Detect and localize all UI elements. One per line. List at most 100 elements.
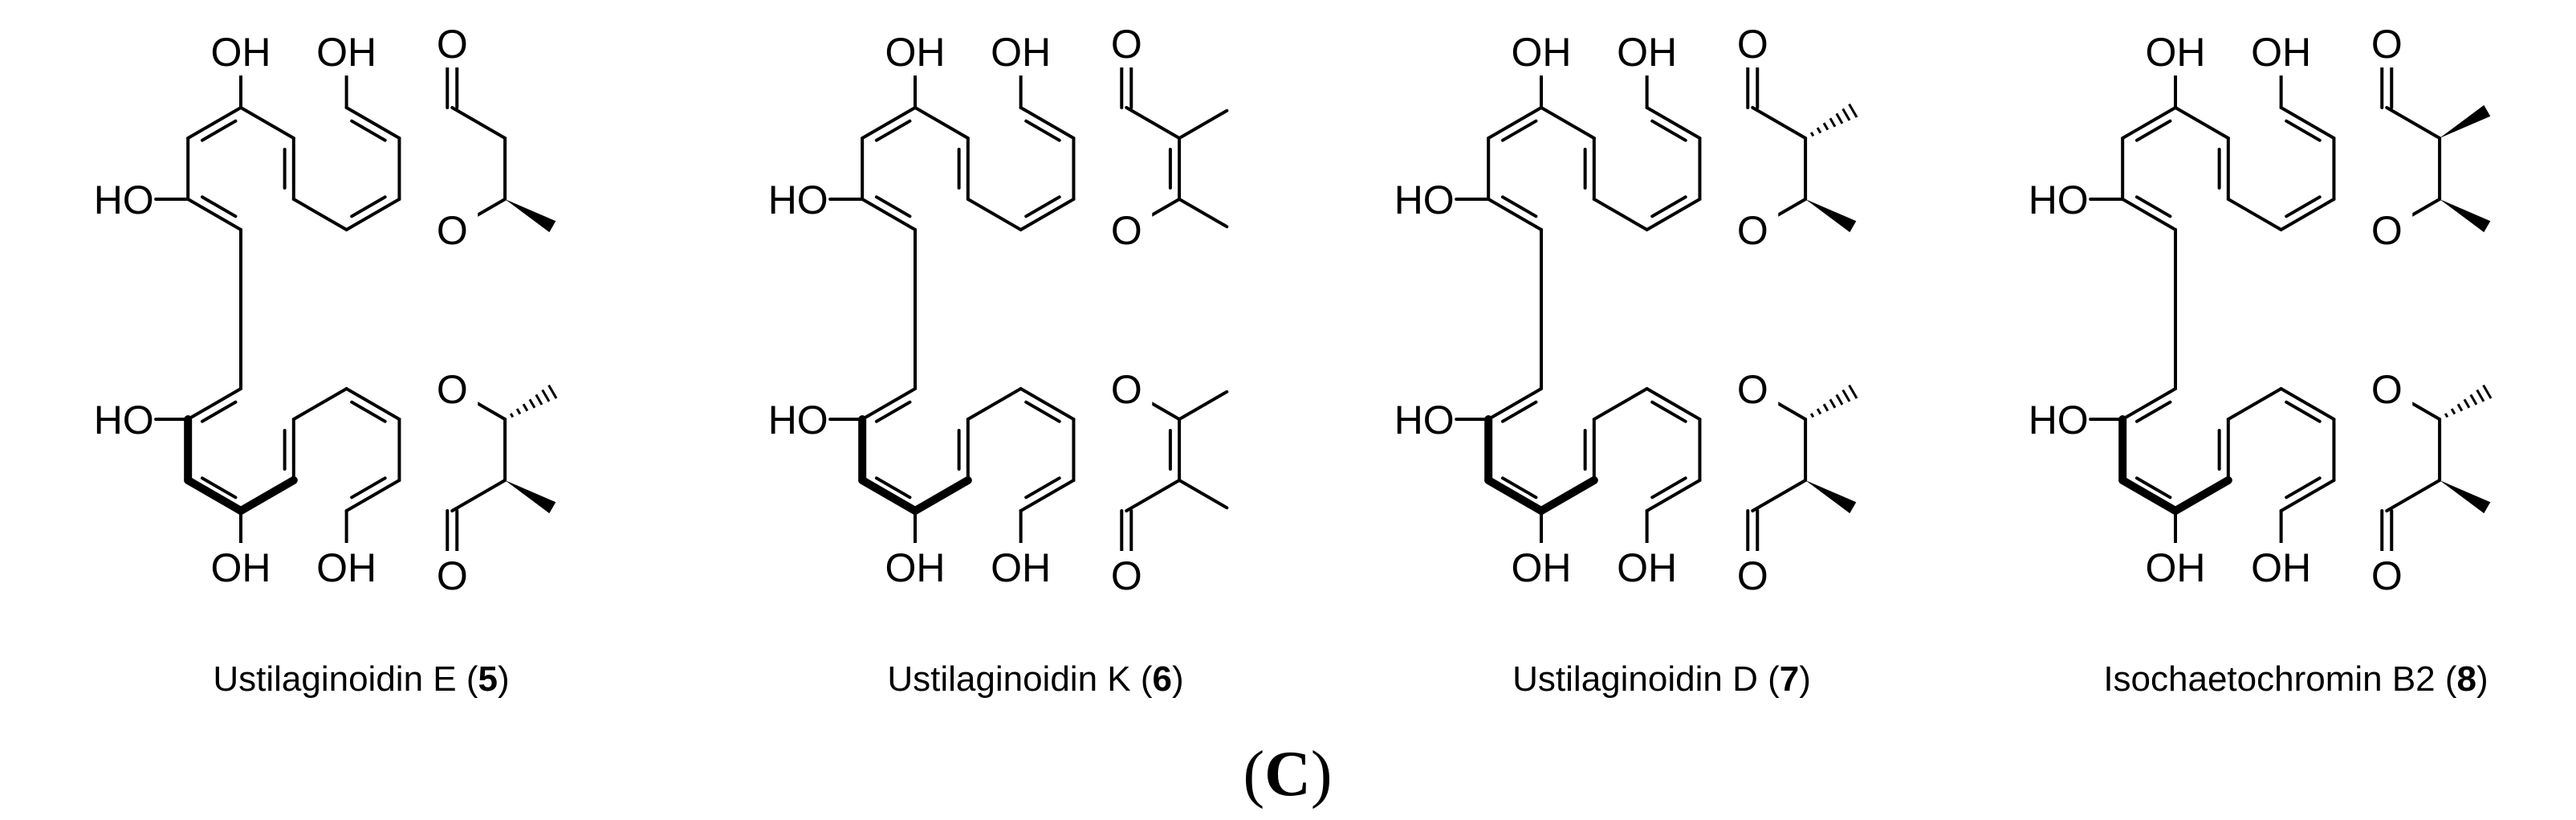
lower-hydroxyl: OH [2146,545,2206,590]
lower-ring-a-double-bond [2134,476,2172,500]
lower-hashed-methyl [509,384,558,418]
upper-hydroxyl: OH [885,30,946,75]
lower-ring-b-double-bond [1024,476,1061,500]
upper-ring-a-bond [186,198,242,231]
upper-hydroxyl: OH [991,30,1051,75]
compound-number: 5 [478,659,498,699]
lower-ring-a-bond [2121,387,2177,421]
lower-carbonyl-oxygen: O [1737,553,1768,598]
upper-methyl-bond [1178,198,1229,229]
upper-wedge-methyl [2440,104,2491,138]
upper-ring-oxygen: O [437,208,468,253]
upper-ring-a-bond [914,106,970,140]
lower-ring-a-bond [861,387,917,421]
upper-ring-a-bond [1487,198,1543,231]
lower-methyl-bond [1178,390,1229,421]
upper-ring-b-double-bond [350,119,387,142]
lower-ring-oxygen: O [2371,367,2403,412]
lower-ring-a-bond [2118,476,2179,515]
compound-number: 6 [1153,659,1172,699]
lower-ring-a-bond [186,387,242,421]
lower-ring-a-double-bond [874,476,912,500]
lower-ring-a-double-bond [874,400,912,423]
lower-wedge-methyl [505,480,556,514]
lower-ring-a-bond [1537,476,1598,515]
upper-ring-c-bond [450,106,507,140]
panel-label: (C) [1243,739,1332,810]
upper-ring-b-bond [1019,198,1076,231]
lower-hydroxyl: OH [991,545,1051,590]
lower-ring-a-bond [2171,476,2232,515]
lower-ring-a-double-bond [1500,476,1538,500]
upper-ring-b-bond [291,198,348,231]
upper-ring-c-bond [1751,106,1808,140]
upper-ring-b-double-bond [350,195,387,218]
lower-ring-b-double-bond [350,400,387,423]
lower-ring-b-bond [2279,479,2336,512]
upper-ring-a-double-bond [874,195,912,218]
compound-name: Ustilaginoidin D ( [1512,659,1780,699]
lower-hydroxyl: OH [316,545,376,590]
lower-carbonyl-oxygen: O [437,553,468,598]
upper-ring-oxygen: O [1111,208,1142,253]
compound-caption: Ustilaginoidin E (5) [213,659,509,699]
upper-ring-a-bond [1487,106,1543,140]
lower-ring-b-bond [2226,387,2283,421]
upper-hydroxyl: OH [1617,30,1677,75]
upper-ring-b-bond [344,198,401,231]
lower-hydroxyl: OH [211,545,271,590]
upper-wedge-methyl [2440,199,2491,233]
upper-ring-a-bond [186,106,242,140]
upper-ring-a-double-bond [874,119,912,142]
upper-ring-a-bond [1540,106,1596,140]
lower-ring-b-bond [1645,387,1702,421]
lower-ring-oxygen: O [1111,367,1142,412]
upper-ring-a-double-bond [1500,119,1538,142]
lower-ring-b-double-bond [350,476,387,500]
compound-name: Ustilaginoidin K ( [887,659,1152,699]
upper-wedge-methyl [505,199,556,233]
compound-caption: Isochaetochromin B2 (8) [2103,659,2488,699]
lower-ring-b-bond [1592,387,1649,421]
upper-carbonyl-oxygen: O [437,22,468,67]
lower-ring-b-double-bond [2285,476,2322,500]
lower-ring-a-double-bond [1500,400,1538,423]
upper-ring-a-bond [2121,106,2177,140]
lower-ring-a-double-bond [200,400,238,423]
compound-name: Ustilaginoidin E ( [213,659,478,699]
lower-ring-a-double-bond [2134,400,2172,423]
lower-ring-b-bond [1019,387,1076,421]
upper-ring-b-bond [1019,106,1076,140]
lower-hydroxyl: OH [2251,545,2311,590]
upper-ring-b-double-bond [2285,195,2322,218]
upper-ring-b-bond [344,106,401,140]
upper-phenol-hydroxyl: HO [94,177,154,222]
lower-ring-b-double-bond [1650,476,1687,500]
upper-hydroxyl: OH [316,30,376,75]
lower-ring-c-bond [2385,479,2442,512]
upper-ring-a-bond [2121,198,2177,231]
upper-hydroxyl: OH [1512,30,1572,75]
upper-carbonyl-oxygen: O [2371,22,2403,67]
upper-ring-oxygen: O [1737,208,1768,253]
upper-ring-a-bond [2174,106,2230,140]
upper-wedge-methyl [1805,199,1857,233]
lower-ring-c-bond [1125,479,1182,512]
upper-ring-b-bond [1645,106,1702,140]
upper-ring-a-bond [239,106,295,140]
upper-hydroxyl: OH [2146,30,2206,75]
upper-ring-a-double-bond [200,195,238,218]
upper-ring-a-double-bond [200,119,238,142]
lower-hydroxyl: OH [1512,545,1572,590]
lower-ring-b-bond [344,387,401,421]
upper-phenol-hydroxyl: HO [1394,177,1455,222]
lower-ring-a-bond [1484,476,1545,515]
lower-phenol-hydroxyl: HO [1394,398,1455,443]
upper-ring-b-double-bond [1650,119,1687,142]
compound-number: 8 [2457,659,2476,699]
lower-wedge-methyl [1805,480,1857,514]
lower-ring-b-bond [2279,387,2336,421]
upper-carbonyl-oxygen: O [1737,22,1768,67]
